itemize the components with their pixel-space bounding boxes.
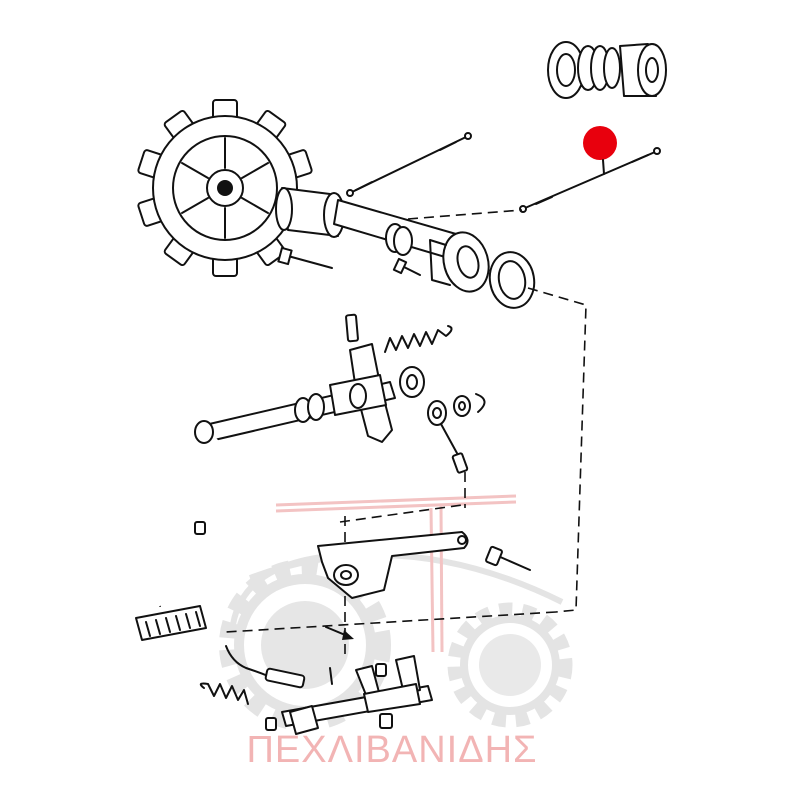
bearing-ring [488,251,536,309]
pedal-pad [135,605,207,641]
release-bearing [429,231,490,293]
input-shaft [333,199,471,263]
release-fork [355,655,421,713]
watermark-t-letter [275,494,517,653]
lower-bolts [265,663,393,731]
marker-leader-line [602,159,605,175]
watermark-logo: ΠΕΧΛΙΒΑΝΙΔΗΣ [219,494,573,771]
clutch-cable [519,147,661,213]
clutch-pedal [144,420,222,608]
control-cable-lower [225,645,306,689]
watermark-front-wheel-icon [447,602,573,728]
clutch-shaft-collar [275,187,345,238]
return-spring-upper [384,325,453,353]
bracket-bolt [485,545,531,571]
release-lever [329,343,393,443]
long-bolt [277,246,333,269]
direction-arrow-icon [325,626,354,640]
upper-cable-left [346,132,472,197]
small-bolt-upper [392,257,421,276]
small-pin-lower [329,667,333,685]
watermark-text: ΠΕΧΛΙΒΑΝΙΔΗΣ [246,729,537,771]
link-rod [427,400,469,474]
bearing-set [547,41,667,99]
return-spring-lower [199,682,249,705]
shaft-bushings [294,366,486,423]
assembly-dashed-lines [225,209,587,660]
highlight-marker-dot [583,126,617,160]
lever-pin [345,313,359,343]
clutch-pressure-plate [137,99,313,277]
small-bolt-pedal [194,521,206,535]
mounting-bracket [317,531,469,599]
release-fingers [181,137,269,239]
